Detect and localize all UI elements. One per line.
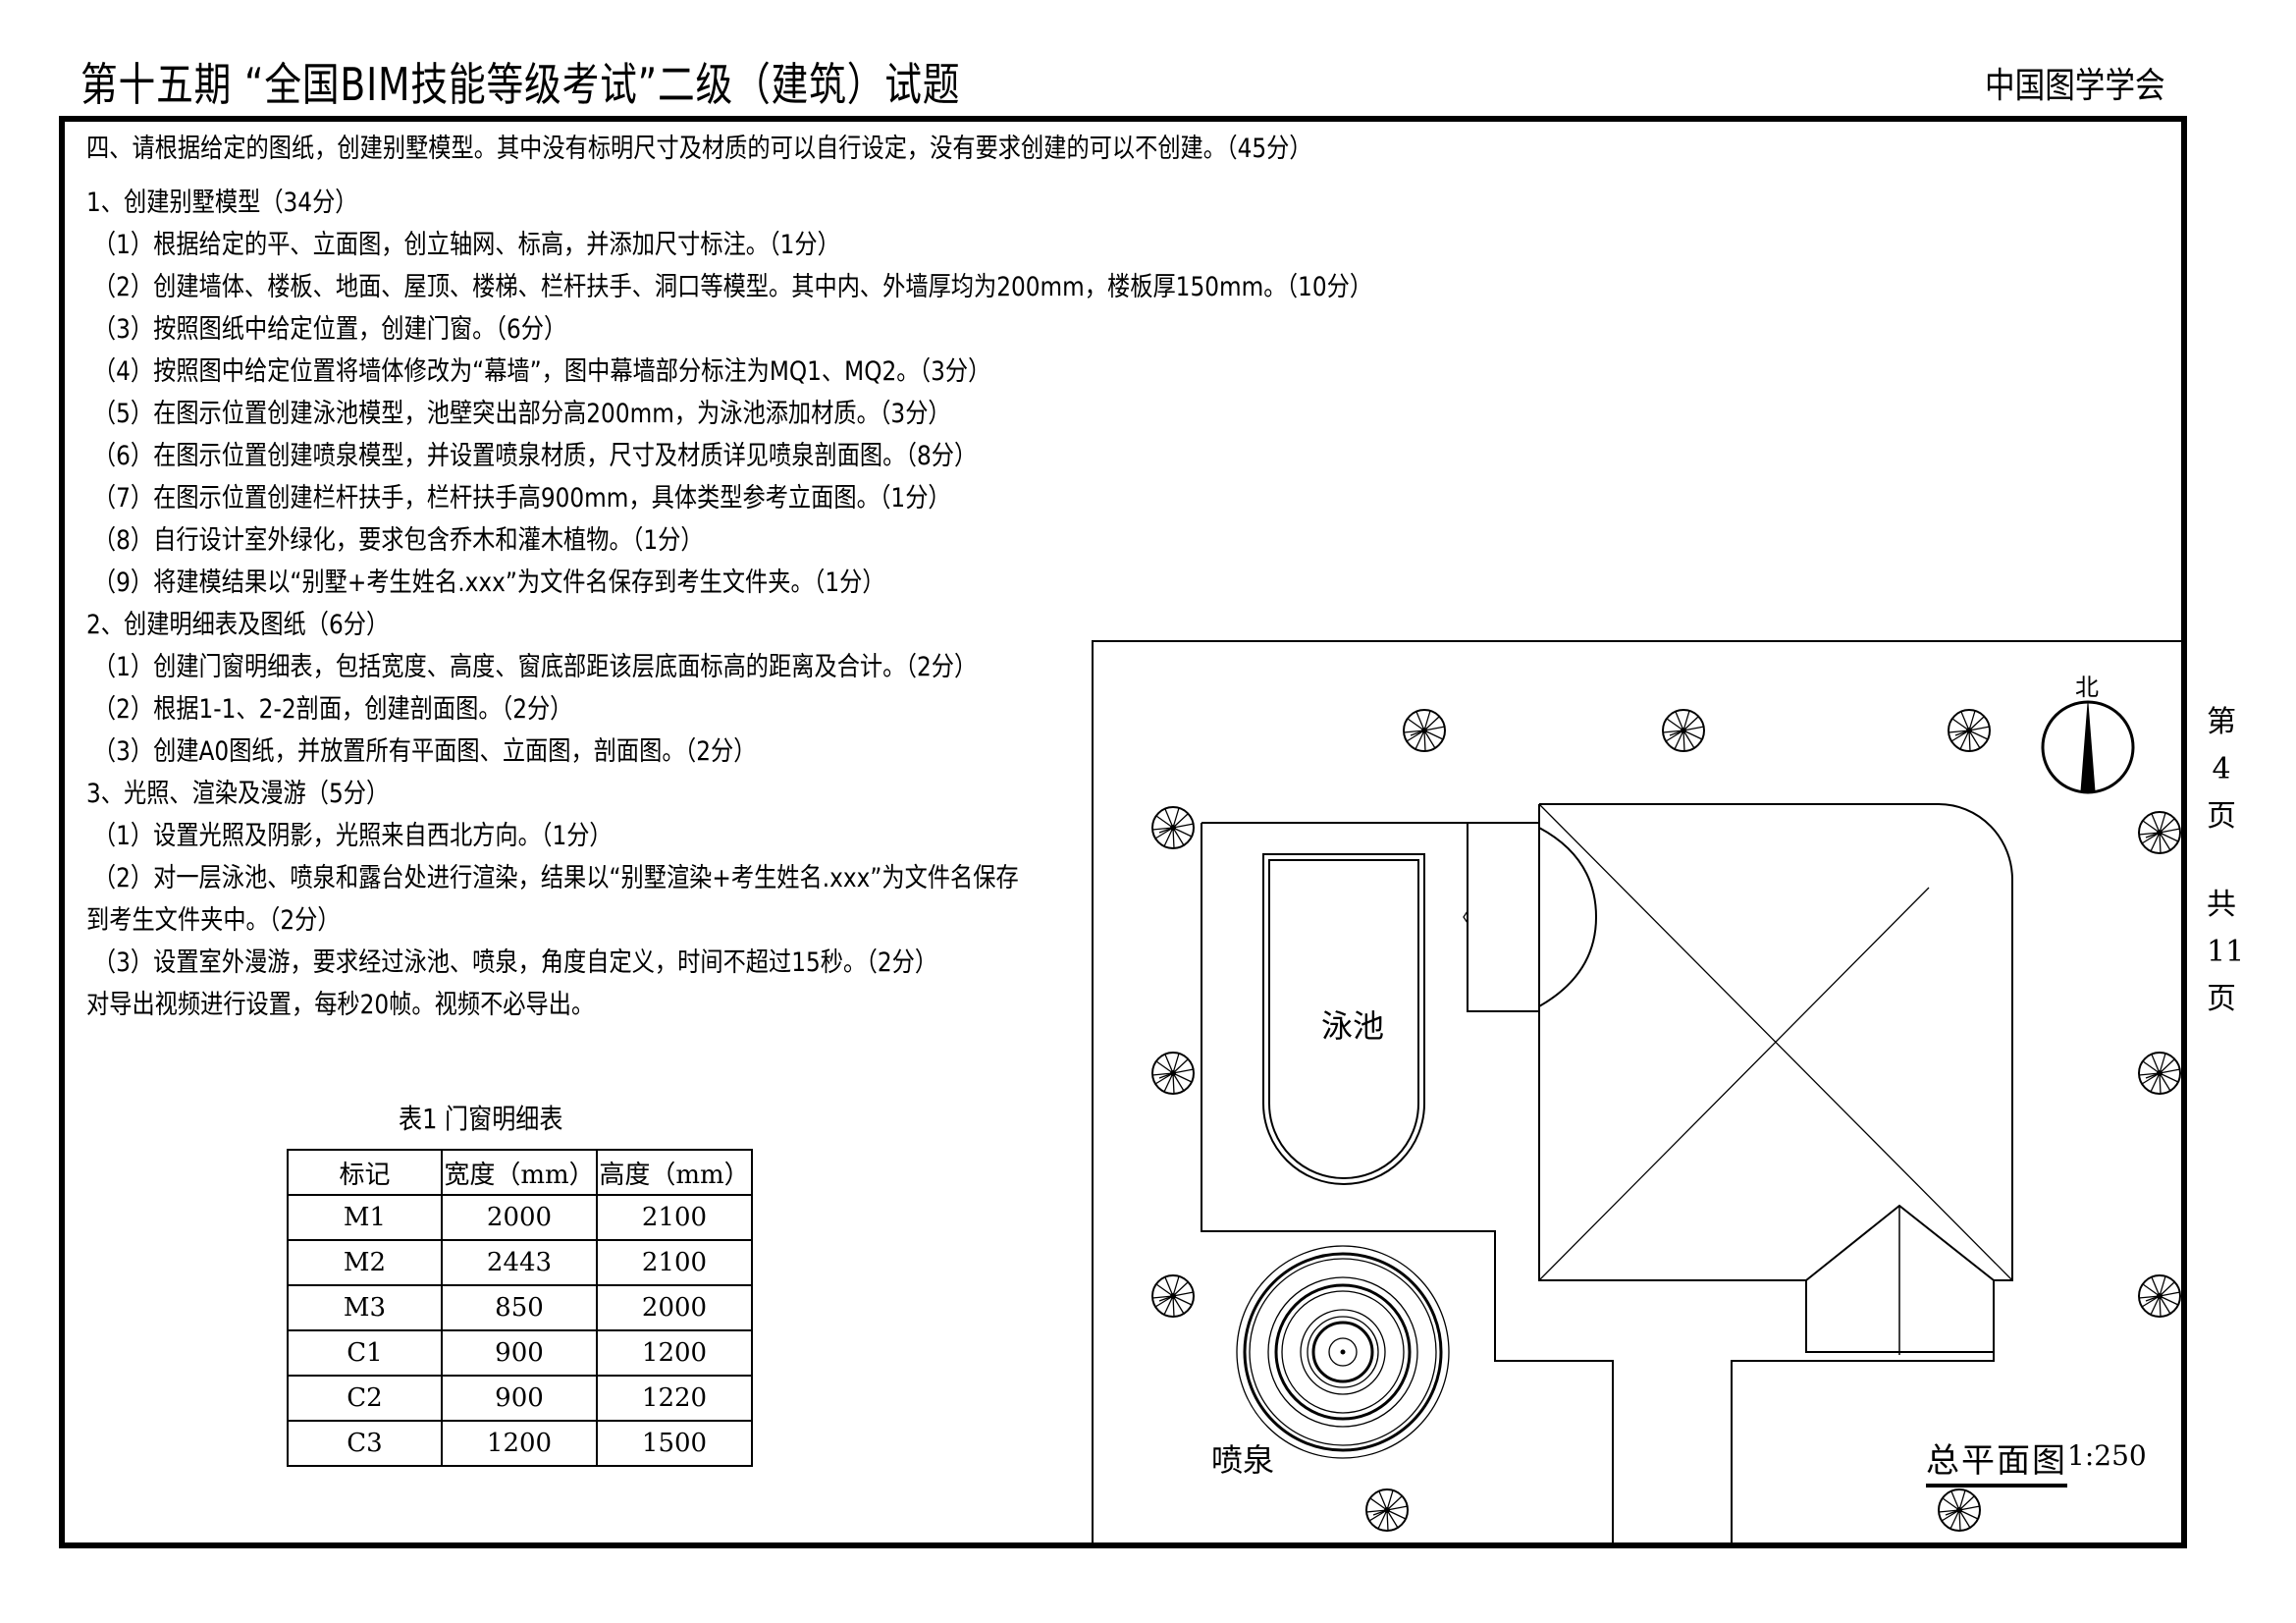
site-boundary (1092, 640, 2187, 1548)
fountain-label: 喷泉 (1211, 1441, 1275, 1479)
section-heading: 2、创建明细表及图纸（6分） (86, 610, 390, 640)
annex-marker (1463, 910, 1468, 924)
tree-icon (2138, 1274, 2181, 1318)
instruction-item: （3）设置室外漫游，要求经过泳池、喷泉，角度自定义，时间不超过15秒。（2分） (92, 947, 938, 978)
page-current-number: 4 (2212, 752, 2231, 786)
table-row: M1 2000 2100 (287, 1194, 753, 1241)
cell-height: 1200 (596, 1329, 753, 1377)
tree-icon (1151, 1274, 1195, 1318)
page-marker-char: 第 (2207, 705, 2236, 739)
cell-width: 2443 (441, 1239, 598, 1286)
instruction-item: （9）将建模结果以“别墅+考生姓名.xxx”为文件名保存到考生文件夹。（1分） (92, 568, 885, 598)
curved-bay (1538, 827, 1598, 1007)
tree-icon (1151, 806, 1195, 849)
cell-height: 2000 (596, 1284, 753, 1331)
instruction-item: （1）设置光照及阴影，光照来自西北方向。（1分） (92, 821, 613, 851)
fountain (1236, 1245, 1450, 1459)
swimming-pool-outer (1262, 853, 1425, 1185)
column-header-width: 宽度（mm） (441, 1149, 598, 1196)
page-marker-char: 共 (2207, 888, 2236, 922)
table-row: C1 900 1200 (287, 1329, 753, 1377)
tree-icon (1948, 709, 1991, 752)
instruction-item: （5）在图示位置创建泳池模型，池壁突出部分高200mm，为泳池添加材质。（3分） (92, 399, 951, 429)
cell-height: 1500 (596, 1420, 753, 1467)
pool-label: 泳池 (1321, 1007, 1385, 1045)
site-plan-title: 总平面图 (1926, 1434, 2067, 1488)
cell-height: 2100 (596, 1194, 753, 1241)
instruction-item-continued: 对导出视频进行设置，每秒20帧。视频不必导出。 (86, 990, 595, 1020)
section-heading: 3、光照、渲染及漫游（5分） (86, 779, 390, 809)
table-caption: 表1 门窗明细表 (399, 1103, 563, 1135)
roof-ridge-diagonal (1538, 887, 1930, 1281)
table-row: M2 2443 2100 (287, 1239, 753, 1286)
cell-height: 1220 (596, 1375, 753, 1422)
cell-width: 2000 (441, 1194, 598, 1241)
instruction-item-continued: 到考生文件夹中。（2分） (86, 905, 341, 936)
instruction-item: （7）在图示位置创建栏杆扶手，栏杆扶手高900mm，具体类型参考立面图。（1分） (92, 483, 951, 514)
north-label: 北 (2075, 674, 2099, 701)
tree-icon (1938, 1488, 1981, 1532)
site-plan-scale: 1:250 (2067, 1439, 2147, 1472)
instruction-item: （2）根据1-1、2-2剖面，创建剖面图。（2分） (92, 694, 573, 725)
cell-mark: C3 (287, 1420, 443, 1467)
entrance-porch (1805, 1204, 1995, 1353)
cell-width: 900 (441, 1329, 598, 1377)
page-marker-char: 页 (2207, 799, 2236, 834)
instructions-intro: 四、请根据给定的图纸，创建别墅模型。其中没有标明尺寸及材质的可以自行设定，没有要… (86, 134, 1312, 164)
swimming-pool-inner (1268, 859, 1419, 1179)
page-marker-char: 页 (2207, 982, 2236, 1016)
tree-icon (1151, 1052, 1195, 1095)
section-heading: 1、创建别墅模型（34分） (86, 188, 358, 218)
instruction-item: （1）根据给定的平、立面图，创立轴网、标高，并添加尺寸标注。（1分） (92, 230, 840, 260)
tree-icon (2138, 811, 2181, 854)
instruction-item: （3）创建A0图纸，并放置所有平面图、立面图，剖面图。（2分） (92, 736, 757, 767)
cell-mark: C2 (287, 1375, 443, 1422)
cell-width: 1200 (441, 1420, 598, 1467)
cell-mark: M3 (287, 1284, 443, 1331)
instruction-item: （3）按照图纸中给定位置，创建门窗。（6分） (92, 314, 567, 345)
instruction-item: （8）自行设计室外绿化，要求包含乔木和灌木植物。（1分） (92, 525, 704, 556)
instruction-item: （6）在图示位置创建喷泉模型，并设置喷泉材质，尺寸及材质详见喷泉剖面图。（8分） (92, 441, 978, 471)
instruction-item: （4）按照图中给定位置将墙体修改为“幕墙”，图中幕墙部分标注为MQ1、MQ2。（… (92, 356, 991, 387)
north-arrow-icon (2041, 700, 2135, 794)
cell-mark: M2 (287, 1239, 443, 1286)
cell-mark: M1 (287, 1194, 443, 1241)
instruction-item: （1）创建门窗明细表，包括宽度、高度、窗底部距该层底面标高的距离及合计。（2分） (92, 652, 978, 682)
instruction-item: （2）创建墙体、楼板、地面、屋顶、楼梯、栏杆扶手、洞口等模型。其中内、外墙厚均为… (92, 272, 1373, 302)
cell-mark: C1 (287, 1329, 443, 1377)
table-row: C3 1200 1500 (287, 1420, 753, 1467)
road-edge (1731, 1352, 1995, 1546)
tree-icon (1662, 709, 1705, 752)
drawing-frame (59, 116, 2187, 1548)
table-row: M3 850 2000 (287, 1284, 753, 1331)
table-row: C2 900 1220 (287, 1375, 753, 1422)
cell-width: 900 (441, 1375, 598, 1422)
organization-name: 中国图学学会 (1985, 66, 2165, 106)
column-header-height: 高度（mm） (596, 1149, 753, 1196)
tree-icon (1403, 709, 1446, 752)
tree-icon (1365, 1488, 1409, 1532)
instruction-item: （2）对一层泳池、喷泉和露台处进行渲染，结果以“别墅渲染+考生姓名.xxx”为文… (92, 863, 1019, 893)
cell-height: 2100 (596, 1239, 753, 1286)
column-header-mark: 标记 (287, 1149, 443, 1196)
door-window-schedule-table: 标记 宽度（mm） 高度（mm） M1 2000 2100 M2 2443 21… (287, 1149, 753, 1467)
table-header-row: 标记 宽度（mm） 高度（mm） (287, 1149, 753, 1196)
annex-room (1467, 822, 1539, 1012)
tree-icon (2138, 1052, 2181, 1095)
cell-width: 850 (441, 1284, 598, 1331)
instructions-block: 四、请根据给定的图纸，创建别墅模型。其中没有标明尺寸及材质的可以自行设定，没有要… (86, 128, 1581, 1026)
page-title: 第十五期 “全国BIM技能等级考试”二级（建筑）试题 (80, 58, 961, 111)
